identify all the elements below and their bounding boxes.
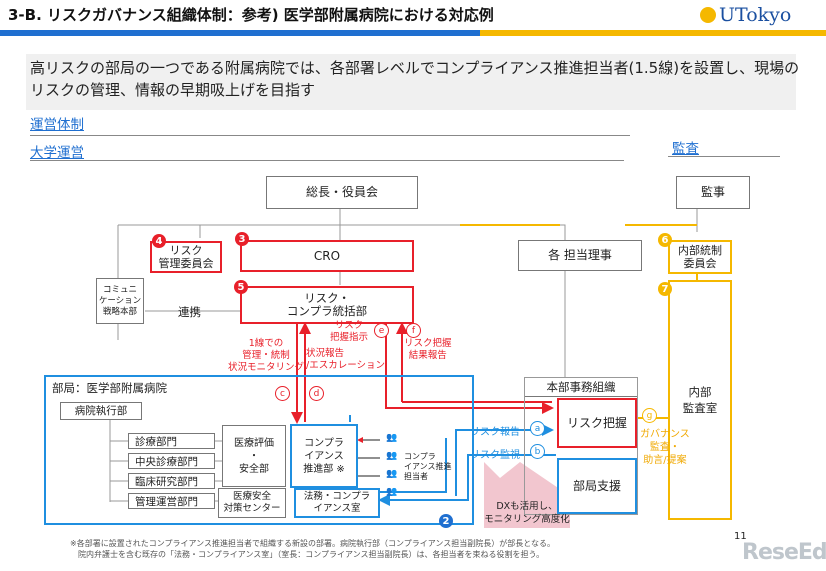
badge-7: 7 <box>658 282 672 296</box>
people-icon: 👥 <box>386 469 398 479</box>
internal-audit-box: 内部 監査室 <box>668 280 732 520</box>
badge-d: d <box>309 386 324 401</box>
communication-strategy-box: コミュニ ケーション 戦略本部 <box>96 278 144 324</box>
risk-grasp-instruction-label: リスク 把握指示 <box>330 320 369 343</box>
blue-arrows <box>349 415 556 506</box>
renkei-label: 連携 <box>178 305 201 319</box>
section-university: 大学運営 <box>30 145 84 161</box>
footnote-line1: ※各部署に設置されたコンプライアンス推進担当者で組織する新設の部署。病院執行部（… <box>70 539 556 548</box>
footnote-line2: 院内弁護士を含む既存の「法務・コンプライアンス室」（室長：コンプライアンス担当副… <box>78 550 545 559</box>
dx-callout-bg <box>484 462 570 528</box>
med-eval-box: 医療評価 ・ 安全部 <box>222 425 286 487</box>
section-management: 運営体制 <box>30 117 84 133</box>
med-safety-box: 医療安全 対策センター <box>218 488 286 518</box>
legal-compliance-box: 法務・コンプラ イアンス室 <box>294 488 380 518</box>
risk-grasp-report-label: リスク把握 結果報告 <box>404 338 452 361</box>
utokyo-logo: UTokyo <box>700 4 791 26</box>
header-bar-blue <box>0 30 480 36</box>
president-board-box: 総長・役員会 <box>266 176 418 209</box>
tree-lines <box>109 208 698 502</box>
page-number: 11 <box>734 531 747 542</box>
ginkgo-icon <box>700 7 716 23</box>
badge-2: 2 <box>439 514 453 528</box>
badge-4: 4 <box>152 234 166 248</box>
first-line-label: 1線での 管理・統制 状況モニタリング <box>228 338 305 373</box>
hospital-frame <box>44 375 474 525</box>
risk-monitor-label: リスク監視 <box>470 450 520 461</box>
hospital-exec-box: 病院執行部 <box>60 402 142 420</box>
badge-a: a <box>530 421 545 436</box>
divider <box>30 160 624 161</box>
dept-row: 診療部門 <box>128 433 215 449</box>
dx-callout-text: DXも活用し、 モニタリング高度化 <box>484 501 570 525</box>
badge-5: 5 <box>234 280 248 294</box>
directors-box: 各 担当理事 <box>518 240 642 271</box>
dept-row: 中央診療部門 <box>128 453 215 469</box>
watermark: ReseEd <box>742 540 826 565</box>
badge-6: 6 <box>658 233 672 247</box>
badge-e: e <box>374 323 389 338</box>
auditor-box: 監事 <box>676 176 750 209</box>
head-office-frame <box>524 377 638 515</box>
dept-support-box: 部局支援 <box>557 458 637 514</box>
dept-row: 臨床研究部門 <box>128 473 215 489</box>
people-icon: 👥 <box>386 433 398 443</box>
dept-row: 管理運営部門 <box>128 493 215 509</box>
people-icon: 👥 <box>386 487 398 497</box>
badge-g: g <box>642 408 657 423</box>
section-audit: 監査 <box>672 141 699 157</box>
header-bar-yellow <box>480 30 826 36</box>
badge-c: c <box>275 386 290 401</box>
lead-text: 高リスクの部局の一つである附属病院では、各部署レベルでコンプライアンス推進担当者… <box>30 59 800 99</box>
people-icon: 👥 <box>386 451 398 461</box>
lead-background <box>26 54 796 110</box>
badge-f: f <box>406 323 421 338</box>
logo-text: UTokyo <box>719 4 792 26</box>
internal-control-committee-box: 内部統制 委員会 <box>668 240 732 274</box>
red-arrows <box>291 322 554 424</box>
risk-report-label: リスク報告 <box>470 427 520 438</box>
risk-compliance-box: リスク・ コンプラ統括部 <box>240 286 414 324</box>
compliance-person-label: コンプラ イアンス推進 担当者 <box>404 452 452 481</box>
badge-b: b <box>530 444 545 459</box>
compliance-dept-box: コンプラ イアンス 推進部 ※ <box>290 424 358 488</box>
status-report-label: 状況報告 /エスカレーション <box>306 348 386 371</box>
badge-3: 3 <box>235 232 249 246</box>
divider <box>668 156 780 157</box>
cro-box: CRO <box>240 240 414 272</box>
page-title: 3-B. リスクガバナンス組織体制：参考) 医学部附属病院における対応例 <box>8 6 494 24</box>
divider <box>30 135 630 136</box>
risk-grasp-box: リスク把握 <box>557 398 637 448</box>
governance-label: ガバナンス 監査・ 助言/提案 <box>640 429 690 466</box>
hospital-label: 部局：医学部附属病院 <box>52 381 167 395</box>
